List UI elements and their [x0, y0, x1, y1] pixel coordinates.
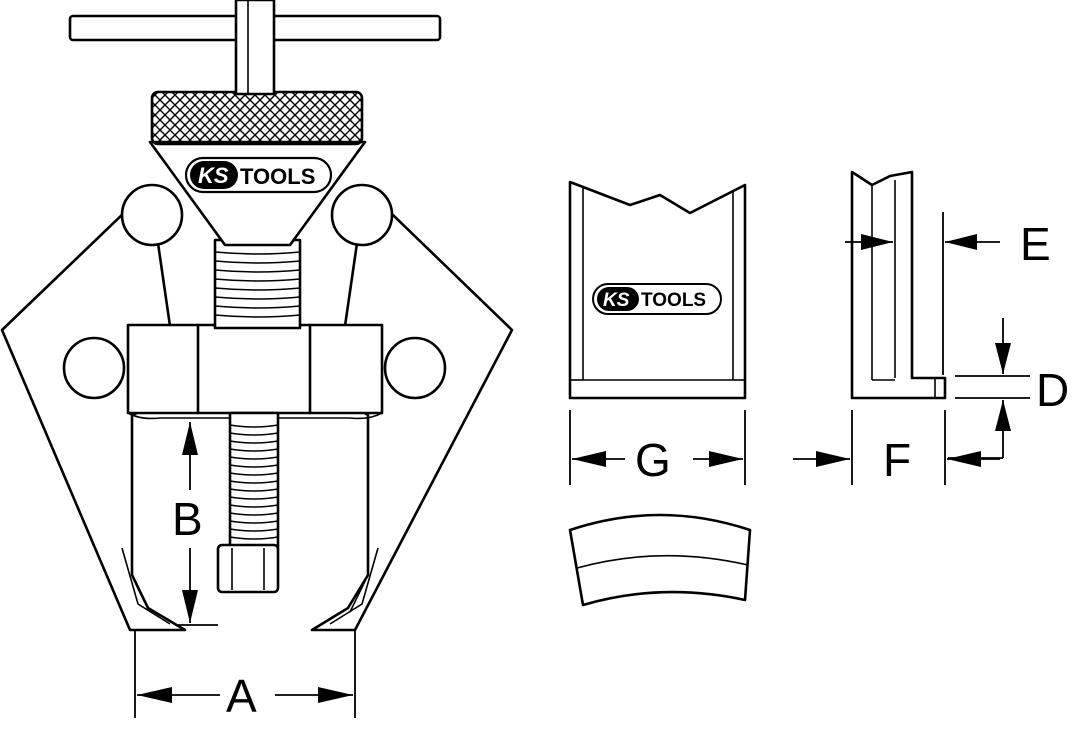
dimension-label-b: B: [172, 493, 203, 545]
dimension-label-f: F: [883, 434, 911, 486]
dimension-label-d: D: [1036, 364, 1069, 416]
thread-line: [229, 448, 279, 452]
lower-right-knob: [383, 336, 447, 400]
thread-line: [229, 432, 279, 436]
dimension-g: G: [569, 410, 746, 486]
thread-line: [229, 424, 279, 428]
puller-tool: KS TOOLS: [0, 0, 514, 632]
thread-line: [214, 269, 301, 273]
thread-line: [214, 305, 301, 309]
crossbar: [126, 323, 384, 415]
thread-line: [229, 440, 279, 444]
thread-line: [229, 496, 279, 500]
thread-line: [229, 464, 279, 468]
dimension-f: F: [793, 410, 1000, 486]
thread-line: [229, 456, 279, 460]
jaw-arc-segment: [568, 513, 752, 607]
t-handle-stem: [234, 0, 276, 96]
svg-text:TOOLS: TOOLS: [641, 290, 706, 311]
svg-text:KS: KS: [198, 163, 229, 188]
svg-text:TOOLS: TOOLS: [240, 164, 315, 189]
dimension-label-g: G: [635, 434, 671, 486]
upper-right-knob: [330, 183, 394, 247]
jaw-front-view: KS TOOLS: [568, 180, 747, 400]
upper-left-knob: [120, 183, 184, 247]
dimension-e: E: [845, 212, 1051, 375]
thread-line: [229, 520, 279, 524]
thread-line: [229, 504, 279, 508]
lower-left-knob: [62, 336, 126, 400]
thread-line: [229, 528, 279, 532]
dimension-label-e: E: [1020, 218, 1051, 270]
thread-line: [214, 314, 301, 318]
thread-line: [214, 278, 301, 282]
knurled-nut: [150, 90, 364, 146]
thread-line: [229, 480, 279, 484]
ks-tools-logo-head: KS TOOLS: [184, 156, 333, 194]
jaw-side-view: [850, 170, 947, 400]
ks-tools-logo-jaw: KS TOOLS: [592, 283, 722, 315]
thread-line: [214, 260, 301, 264]
thread-line: [214, 296, 301, 300]
thread-line: [214, 251, 301, 255]
thread-line: [229, 488, 279, 492]
thread-line: [214, 287, 301, 291]
dimension-label-a: A: [226, 670, 257, 722]
thread-line: [229, 536, 279, 540]
spindle-foot: [216, 543, 280, 594]
svg-text:KS: KS: [603, 290, 630, 311]
dimension-b: B: [172, 422, 218, 626]
thread-line: [229, 472, 279, 476]
thread-line: [229, 512, 279, 516]
dimension-a: A: [134, 630, 356, 722]
dimension-d: D: [948, 318, 1069, 459]
